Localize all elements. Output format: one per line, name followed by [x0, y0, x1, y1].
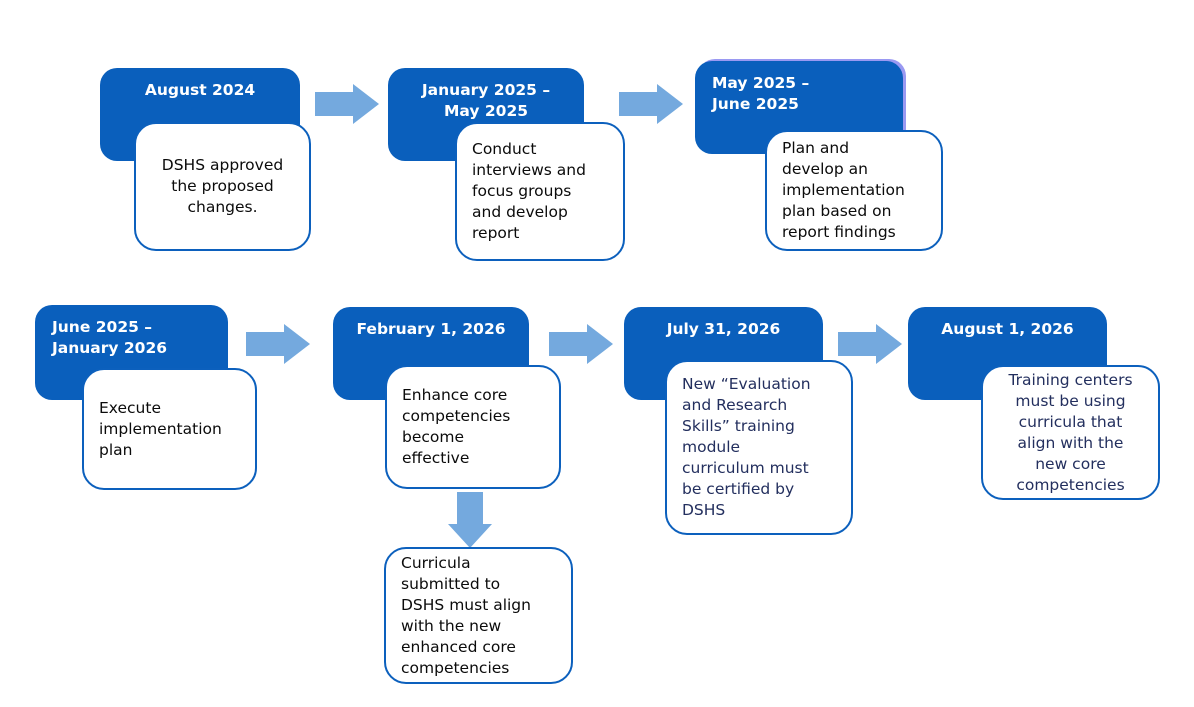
description-label: Plan and develop an implementation plan … — [782, 139, 905, 241]
arrow-head — [448, 524, 492, 548]
arrow-head — [587, 324, 613, 364]
flow-arrow-right-icon — [549, 324, 613, 364]
arrow-shaft — [619, 92, 657, 116]
description-label: Execute implementation plan — [99, 398, 222, 459]
date-label: May 2025 – June 2025 — [712, 74, 810, 113]
date-label: August 2024 — [144, 81, 256, 99]
desc-box-training-centers: Training centers must be using curricula… — [981, 365, 1160, 500]
desc-box-execute-plan: Execute implementation plan — [82, 368, 257, 490]
desc-box-enhance-core: Enhance core competencies become effecti… — [385, 365, 561, 489]
arrow-shaft — [246, 332, 284, 356]
arrow-head — [284, 324, 310, 364]
flow-arrow-right-icon — [838, 324, 902, 364]
desc-box-evaluation-research-skills: New “Evaluation and Research Skills” tra… — [665, 360, 853, 535]
arrow-shaft — [457, 492, 483, 524]
desc-box-curricula-submitted: Curricula submitted to DSHS must align w… — [384, 547, 573, 684]
desc-box-dshs-approved: DSHS approved the proposed changes. — [134, 122, 311, 251]
description-label: Conduct interviews and focus groups and … — [472, 140, 586, 242]
arrow-head — [657, 84, 683, 124]
flow-arrow-down-icon — [448, 492, 492, 548]
arrow-head — [876, 324, 902, 364]
arrow-shaft — [838, 332, 876, 356]
date-label: August 1, 2026 — [941, 320, 1074, 338]
desc-box-plan-develop: Plan and develop an implementation plan … — [765, 130, 943, 251]
description-label: New “Evaluation and Research Skills” tra… — [682, 375, 811, 519]
flow-arrow-right-icon — [246, 324, 310, 364]
description-label: Enhance core competencies become effecti… — [402, 386, 511, 467]
arrow-shaft — [549, 332, 587, 356]
flow-arrow-right-icon — [619, 84, 683, 124]
desc-box-conduct-interviews: Conduct interviews and focus groups and … — [455, 122, 625, 261]
arrow-shaft — [315, 92, 353, 116]
description-label: Training centers must be using curricula… — [1008, 370, 1133, 494]
date-label: January 2025 – May 2025 — [421, 81, 551, 120]
description-label: Curricula submitted to DSHS must align w… — [401, 553, 531, 677]
description-label: DSHS approved the proposed changes. — [161, 156, 284, 216]
date-label: February 1, 2026 — [356, 320, 506, 338]
date-label: July 31, 2026 — [666, 320, 781, 338]
arrow-head — [353, 84, 379, 124]
flow-arrow-right-icon — [315, 84, 379, 124]
date-label: June 2025 – January 2026 — [52, 318, 168, 357]
